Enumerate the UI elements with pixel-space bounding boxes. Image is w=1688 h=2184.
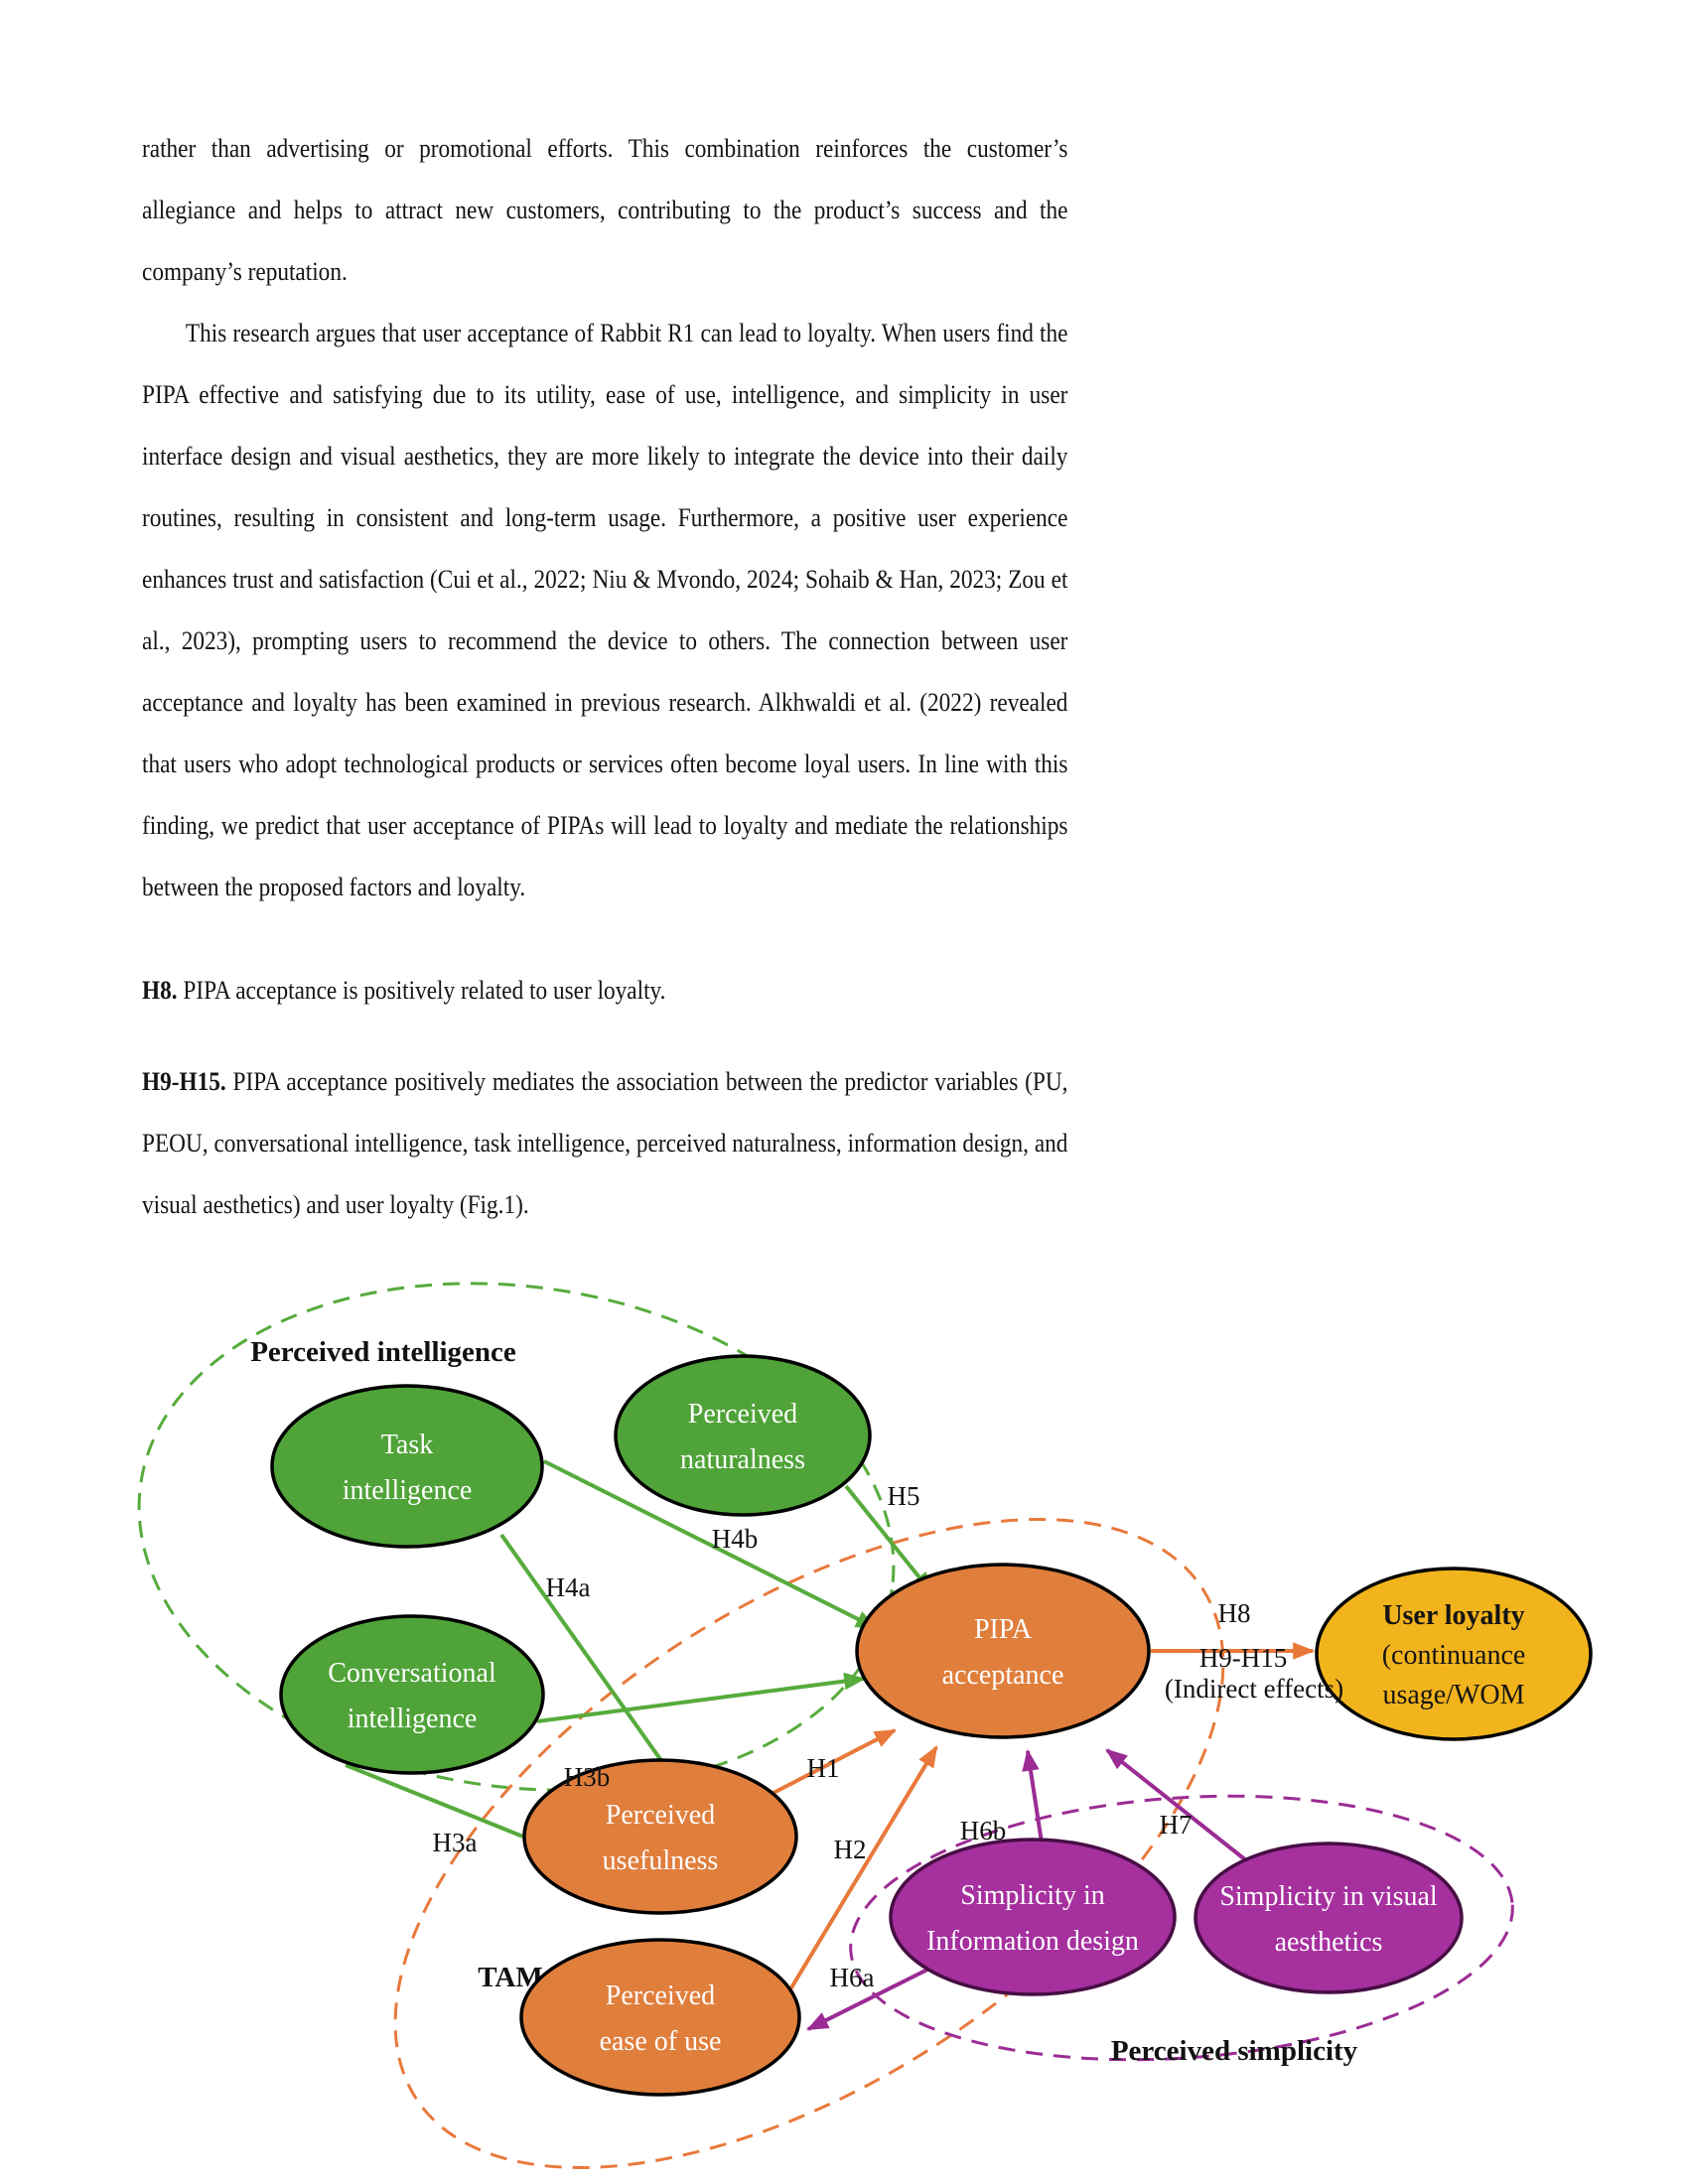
hypothesis-h8: H8. PIPA acceptance is positively relate…: [142, 959, 1067, 1021]
node-user-loyalty: [1315, 1567, 1593, 1741]
indirect-effects-label: (Indirect effects): [1165, 1674, 1343, 1704]
node-label-perceived-naturalness-line1: Perceived: [688, 1399, 797, 1430]
edge-label-H6a: H6a: [830, 1963, 875, 1992]
node-label-user-loyalty-line2: (continuance: [1382, 1640, 1526, 1671]
body-paragraph-2: This research argues that user acceptanc…: [142, 318, 1068, 901]
edge-H7: [1105, 1748, 1253, 1866]
node-label-conversational-intelligence-line2: intelligence: [348, 1704, 478, 1734]
edge-label-H3b: H3b: [564, 1762, 611, 1792]
node-label-perceived-ease-of-use-line1: Perceived: [606, 1980, 715, 2011]
node-label-perceived-usefulness-line2: usefulness: [603, 1845, 719, 1876]
node-perceived-naturalness: [614, 1354, 872, 1517]
edge-H6a: [806, 1967, 930, 2031]
node-label-perceived-naturalness-line2: naturalness: [680, 1444, 805, 1475]
node-conversational-intelligence: [279, 1614, 545, 1775]
edge-label-H2: H2: [834, 1835, 867, 1864]
node-simplicity-visual-aesthetics: [1194, 1842, 1464, 1994]
edge-H6b: [1022, 1748, 1044, 1843]
node-label-conversational-intelligence-line1: Conversational: [328, 1658, 496, 1689]
edge-label-H3a: H3a: [433, 1828, 478, 1857]
node-label-task-intelligence-line2: intelligence: [343, 1475, 473, 1506]
edge-label-H4a: H4a: [546, 1572, 591, 1602]
edge-label-H1: H1: [807, 1753, 840, 1783]
hypothesis-h9-h15: H9-H15. PIPA acceptance positively media…: [142, 1050, 1067, 1235]
group-boundary-perceived-simplicity: [849, 1794, 1514, 2062]
node-label-simplicity-information-design-line1: Simplicity in: [960, 1880, 1104, 1911]
group-boundary-perceived-intelligence: [137, 1282, 896, 1792]
edge-H1: [769, 1728, 897, 1797]
hypothesis-h8-text: PIPA acceptance is positively related to…: [177, 975, 666, 1005]
group-boundary-tam: [393, 1518, 1225, 2169]
node-label-user-loyalty-line3: usage/WOM: [1382, 1680, 1524, 1710]
edge-label-H4b: H4b: [712, 1524, 759, 1554]
edge-label-H8: H8: [1218, 1598, 1251, 1628]
node-perceived-ease-of-use: [519, 1938, 801, 2097]
node-simplicity-information-design: [889, 1838, 1177, 1996]
edge-label-H5: H5: [888, 1481, 920, 1511]
node-label-simplicity-visual-aesthetics-line1: Simplicity in visual: [1219, 1881, 1438, 1912]
edge-H3b: [536, 1672, 867, 1723]
hypothesis-h9-h15-text: PIPA acceptance positively mediates the …: [142, 1066, 1068, 1219]
edge-H4a: [499, 1533, 686, 1795]
node-label-simplicity-information-design-line2: Information design: [926, 1926, 1139, 1957]
node-label-pipa-acceptance-line1: PIPA: [974, 1614, 1033, 1645]
edge-H5: [844, 1484, 933, 1594]
node-pipa-acceptance: [855, 1563, 1151, 1739]
node-label-task-intelligence-line1: Task: [381, 1430, 433, 1460]
edge-label-H7: H7: [1160, 1810, 1193, 1840]
node-label-user-loyalty-line1: User loyalty: [1382, 1600, 1524, 1631]
edge-label-H6b: H6b: [960, 1816, 1007, 1845]
node-label-simplicity-visual-aesthetics-line2: aesthetics: [1275, 1927, 1383, 1958]
group-label-perceived-simplicity: Perceived simplicity: [1111, 2035, 1358, 2067]
body-paragraph-1: rather than advertising or promotional e…: [142, 133, 1068, 286]
node-label-perceived-usefulness-line1: Perceived: [606, 1800, 715, 1831]
group-label-perceived-intelligence: Perceived intelligence: [250, 1336, 516, 1368]
hypothesis-h8-label: H8.: [142, 975, 178, 1005]
node-label-pipa-acceptance-line2: acceptance: [942, 1660, 1064, 1691]
node-task-intelligence: [270, 1384, 544, 1549]
hypothesis-h9-h15-label: H9-H15.: [142, 1066, 226, 1096]
h9-h15-path-label: H9-H15: [1199, 1643, 1288, 1673]
edge-H2: [788, 1745, 938, 1991]
node-label-perceived-ease-of-use-line2: ease of use: [600, 2026, 722, 2057]
edge-H4b: [543, 1459, 878, 1630]
node-perceived-usefulness: [522, 1758, 798, 1915]
